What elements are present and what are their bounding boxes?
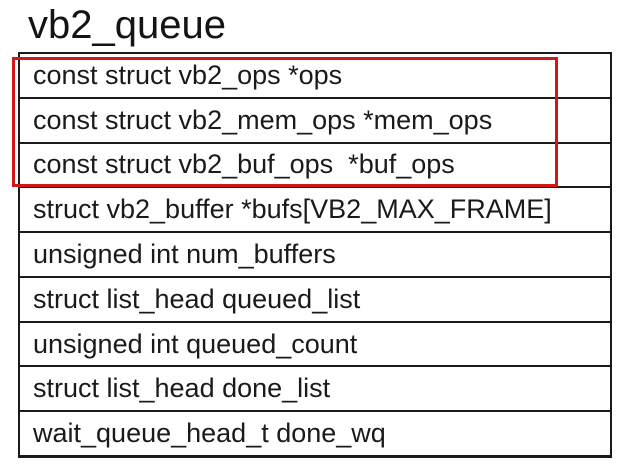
struct-field-table: const struct vb2_ops *ops const struct vb… <box>18 52 612 458</box>
struct-field-label: wait_queue_head_t done_wq <box>33 418 386 449</box>
struct-field-row: struct list_head done_list <box>20 367 610 413</box>
struct-field-label: struct vb2_buffer *bufs[VB2_MAX_FRAME] <box>33 194 552 225</box>
struct-field-label: struct list_head done_list <box>33 373 331 404</box>
struct-field-row: struct vb2_buffer *bufs[VB2_MAX_FRAME] <box>20 188 610 234</box>
struct-field-row: const struct vb2_buf_ops *buf_ops <box>20 144 610 189</box>
struct-field-row: struct list_head queued_list <box>20 278 610 323</box>
struct-field-label: unsigned int num_buffers <box>33 239 336 270</box>
struct-field-label: unsigned int queued_count <box>33 328 358 359</box>
struct-field-label: const struct vb2_buf_ops *buf_ops <box>33 149 455 180</box>
struct-field-label: const struct vb2_ops *ops <box>33 59 343 90</box>
struct-field-row: const struct vb2_ops *ops <box>20 54 610 99</box>
struct-field-label: struct list_head queued_list <box>33 283 361 314</box>
struct-field-row: unsigned int num_buffers <box>20 233 610 278</box>
struct-field-row: wait_queue_head_t done_wq <box>20 412 610 455</box>
struct-field-label: const struct vb2_mem_ops *mem_ops <box>33 104 493 135</box>
struct-title: vb2_queue <box>28 3 226 47</box>
struct-field-row: const struct vb2_mem_ops *mem_ops <box>20 99 610 144</box>
struct-field-row: unsigned int queued_count <box>20 323 610 368</box>
